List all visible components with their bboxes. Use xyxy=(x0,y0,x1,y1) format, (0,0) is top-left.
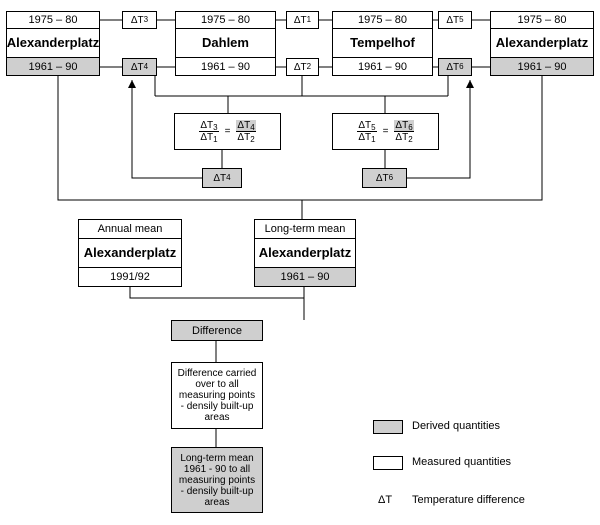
delta-t5-label: ΔT xyxy=(446,14,460,26)
legend-temperature-label: Temperature difference xyxy=(412,494,525,506)
formula-right-fraction-1: ΔT5 ΔT1 xyxy=(357,120,377,144)
legend-derived-label: Derived quantities xyxy=(412,420,501,432)
alexanderplatz-left-period-bottom: 1961 – 90 xyxy=(6,57,100,76)
delta-t3-label: ΔT xyxy=(130,14,144,26)
tempelhof-period-bottom: 1961 – 90 xyxy=(332,57,433,76)
longterm-mean-name: Alexanderplatz xyxy=(254,238,356,268)
delta-t6-label: ΔT xyxy=(446,61,460,73)
dahlem-name: Dahlem xyxy=(175,28,276,58)
final-line-1: Long-term mean xyxy=(180,452,254,464)
legend-measured-swatch xyxy=(373,456,403,470)
annual-mean-period: 1991/92 xyxy=(78,267,182,287)
legend-delta-symbol: ΔT xyxy=(378,494,393,506)
dahlem-period-bottom: 1961 – 90 xyxy=(175,57,276,76)
formula-left-fraction-1: ΔT3 ΔT1 xyxy=(199,120,219,144)
alexanderplatz-right-name: Alexanderplatz xyxy=(490,28,594,58)
longterm-mean-header: Long-term mean xyxy=(254,219,356,239)
tempelhof-name: Tempelhof xyxy=(332,28,433,58)
alexanderplatz-right-period-bottom: 1961 – 90 xyxy=(490,57,594,76)
difference-carried-box: Difference carried over to all measuring… xyxy=(171,362,263,429)
formula-left: ΔT3 ΔT1 = ΔT4 ΔT2 xyxy=(174,113,281,150)
formula-left-fraction-2: ΔT4 ΔT2 xyxy=(236,120,256,144)
final-line-4: - densily built-up xyxy=(180,485,254,497)
formula-right: ΔT5 ΔT1 = ΔT6 ΔT2 xyxy=(332,113,439,150)
final-line-5: areas xyxy=(204,496,230,508)
longterm-mean-period: 1961 – 90 xyxy=(254,267,356,287)
formula-right-fraction-2: ΔT6 ΔT2 xyxy=(394,120,414,144)
carried-line-5: areas xyxy=(204,412,230,423)
final-line-3: measuring points xyxy=(178,474,256,486)
annual-mean-header: Annual mean xyxy=(78,219,182,239)
formula-right-equals: = xyxy=(382,126,389,137)
delta-t2-label: ΔT xyxy=(293,61,307,73)
alexanderplatz-left-name: Alexanderplatz xyxy=(6,28,100,58)
alexanderplatz-left-period-top: 1975 – 80 xyxy=(6,11,100,29)
carried-line-2: over to all xyxy=(195,379,239,390)
legend-measured-label: Measured quantities xyxy=(412,456,512,468)
delta-t4-label: ΔT xyxy=(130,61,144,73)
final-longterm-box: Long-term mean 1961 - 90 to all measurin… xyxy=(171,447,263,513)
carried-line-1: Difference carried xyxy=(177,368,257,379)
carried-line-3: measuring points xyxy=(178,390,256,401)
formula-left-equals: = xyxy=(224,126,231,137)
tempelhof-period-top: 1975 – 80 xyxy=(332,11,433,29)
carried-line-4: - densily built-up xyxy=(180,401,254,412)
alexanderplatz-right-period-top: 1975 – 80 xyxy=(490,11,594,29)
final-line-2: 1961 - 90 to all xyxy=(183,463,251,475)
delta-t1-label: ΔT xyxy=(293,14,307,26)
annual-mean-name: Alexanderplatz xyxy=(78,238,182,268)
legend-derived-swatch xyxy=(373,420,403,434)
difference-box: Difference xyxy=(171,320,263,341)
dahlem-period-top: 1975 – 80 xyxy=(175,11,276,29)
